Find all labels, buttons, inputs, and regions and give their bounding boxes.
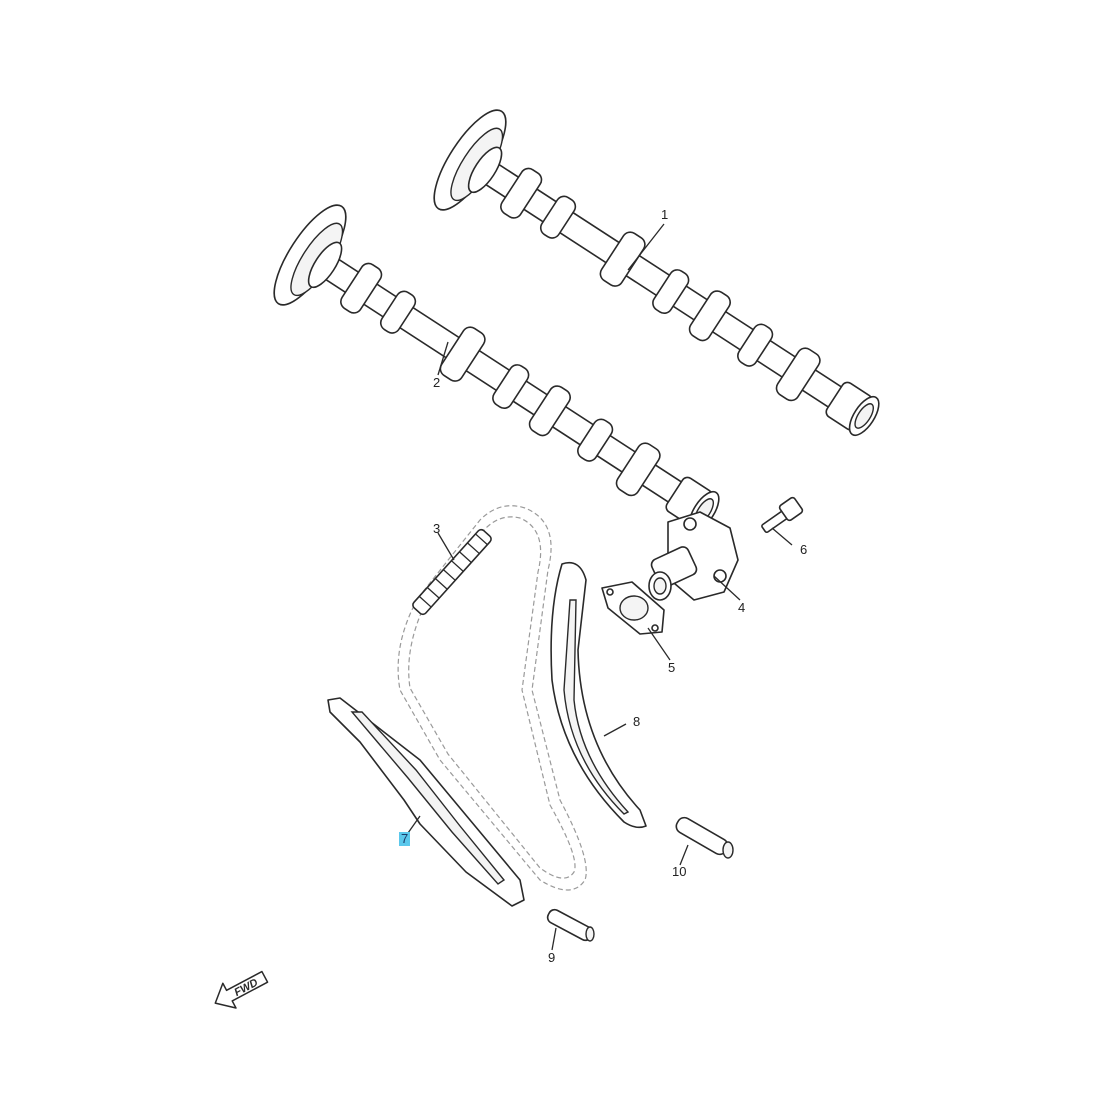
camshaft-1[interactable] bbox=[422, 100, 905, 470]
bolt[interactable] bbox=[761, 496, 804, 534]
callout-6[interactable]: 6 bbox=[800, 542, 808, 557]
callout-8[interactable]: 8 bbox=[633, 714, 641, 729]
callout-2[interactable]: 2 bbox=[433, 375, 441, 390]
callout-10[interactable]: 10 bbox=[672, 864, 687, 879]
callout-3[interactable]: 3 bbox=[433, 521, 441, 536]
fwd-label: FWD bbox=[232, 977, 260, 999]
callout-4[interactable]: 4 bbox=[738, 600, 746, 615]
pin-9[interactable] bbox=[546, 908, 595, 943]
tensioner-gasket[interactable] bbox=[601, 581, 665, 635]
chain-tensioner[interactable] bbox=[648, 511, 739, 601]
callout-1[interactable]: 1 bbox=[661, 207, 669, 222]
pin-10[interactable] bbox=[674, 815, 734, 859]
leader-lines bbox=[407, 223, 793, 951]
callout-5[interactable]: 5 bbox=[668, 660, 676, 675]
chain-guide[interactable] bbox=[327, 697, 525, 907]
chain-tensioner-guide[interactable] bbox=[550, 561, 647, 829]
callout-7[interactable]: 7 bbox=[399, 831, 411, 846]
callout-9[interactable]: 9 bbox=[548, 950, 556, 965]
timing-chain[interactable] bbox=[397, 505, 587, 891]
camshaft-2[interactable] bbox=[262, 195, 745, 565]
fwd-arrow-icon: FWD bbox=[214, 970, 269, 1009]
